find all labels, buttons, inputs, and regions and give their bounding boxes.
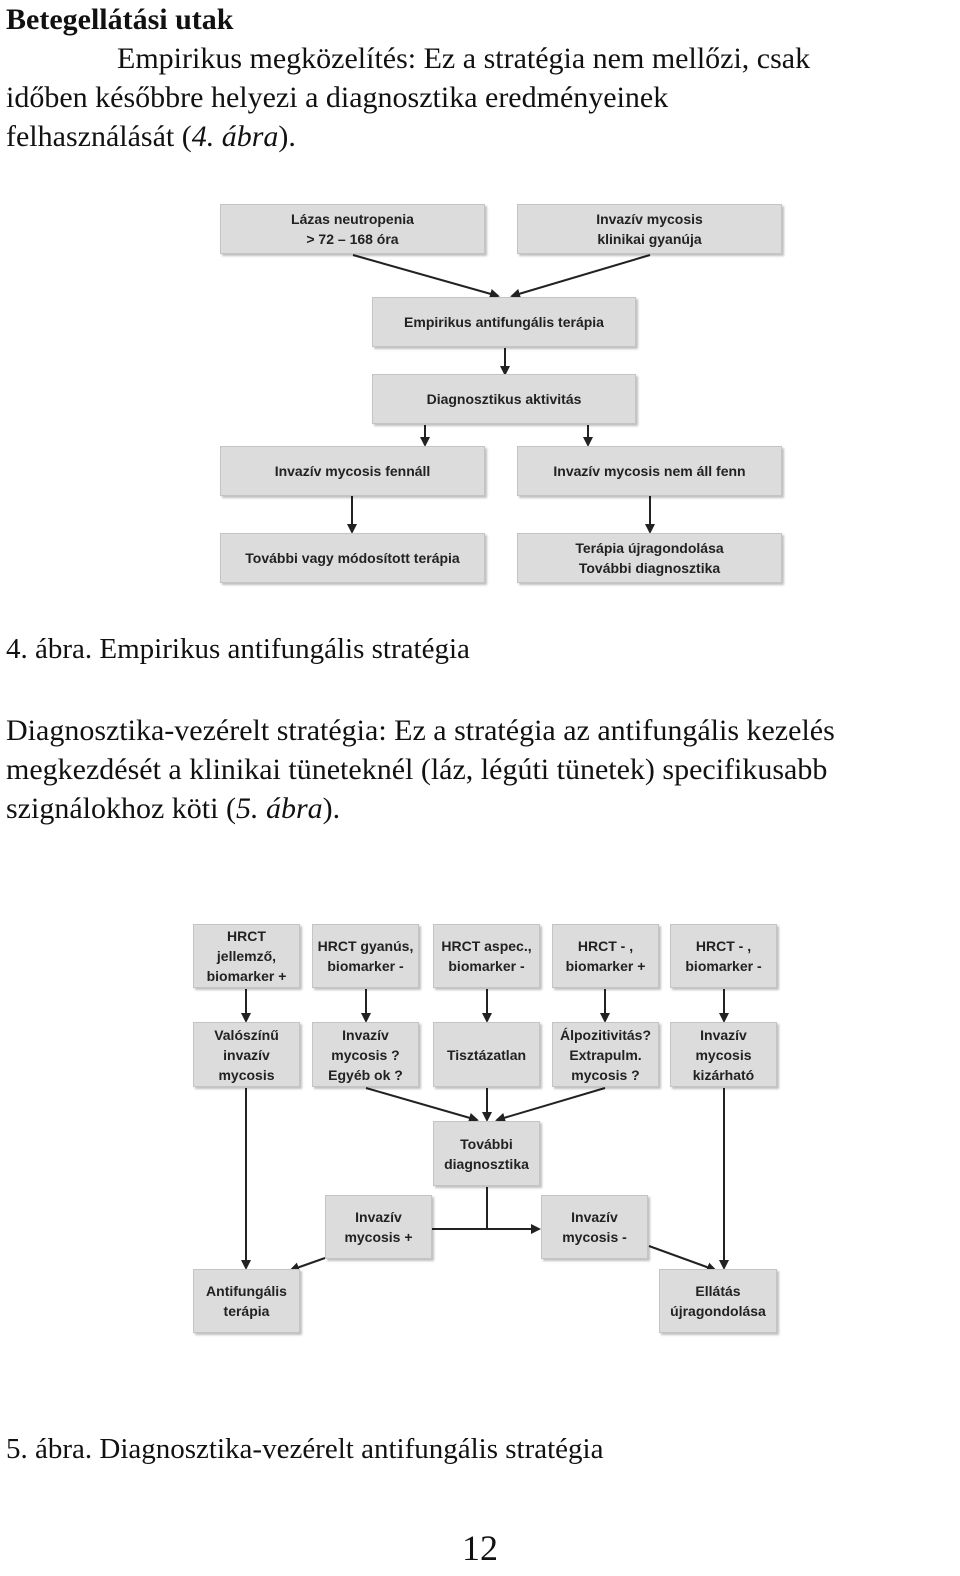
box-care-rethink: Ellátás újragondolása xyxy=(659,1269,777,1333)
figure-5-caption: 5. ábra. Diagnosztika-vezérelt antifungá… xyxy=(6,1433,604,1465)
arrow-im-neg-care xyxy=(648,1245,717,1272)
box-empiric-therapy: Empirikus antifungális terápia xyxy=(372,297,636,347)
arrow-im-pos-antifungal xyxy=(289,1257,326,1273)
para1-line2: időben későbbre helyezi a diagnosztika e… xyxy=(6,81,669,114)
box-probable-mycosis: Valószínű invazív mycosis xyxy=(193,1022,300,1087)
arrow-r2c2-further xyxy=(365,1087,479,1123)
para2-line3-pre: szignálokhoz köti ( xyxy=(6,792,236,825)
arrow-suspicion-to-empiric xyxy=(510,254,651,299)
box-antifungal-therapy: Antifungális terápia xyxy=(193,1269,300,1333)
box-hrct-neg-bio-neg: HRCT - , biomarker - xyxy=(670,924,777,988)
para1-line3-pre: felhasználását ( xyxy=(6,120,192,153)
box-hrct-suspicious: HRCT gyanús, biomarker - xyxy=(312,924,419,988)
box-clinical-suspicion: Invazív mycosis klinikai gyanúja xyxy=(517,204,782,254)
figure-4-caption: 4. ábra. Empirikus antifungális stratégi… xyxy=(6,633,470,665)
box-further-diagnostics: További diagnosztika xyxy=(433,1121,540,1186)
box-therapy-rethink: Terápia újragondolása További diagnoszti… xyxy=(517,533,782,583)
para2-line3-post: ). xyxy=(322,792,341,825)
box-further-therapy: További vagy módosított terápia xyxy=(220,533,485,583)
para1-line1: Empirikus megközelítés: Ez a stratégia n… xyxy=(117,42,811,75)
box-false-positive: Álpozitivitás? Extrapulm. mycosis ? xyxy=(552,1022,659,1087)
figure-ref-4: 4. ábra xyxy=(191,120,279,153)
section-heading: Betegellátási utak xyxy=(6,3,234,36)
para2-line2: megkezdését a klinikai tüneteknél (láz, … xyxy=(6,753,828,786)
box-mycosis-other-cause: Invazív mycosis ? Egyéb ok ? xyxy=(312,1022,419,1087)
para2-line1: Diagnosztika-vezérelt stratégia: Ez a st… xyxy=(6,714,835,747)
arrow-r2c4-further xyxy=(495,1087,606,1123)
paragraph-diagnostic: Diagnosztika-vezérelt stratégia: Ez a st… xyxy=(6,711,835,828)
box-unclear: Tisztázatlan xyxy=(433,1022,540,1087)
paragraph-empirical: Empirikus megközelítés: Ez a stratégia n… xyxy=(6,39,810,156)
para1-line3-post: ). xyxy=(278,120,296,153)
page-number: 12 xyxy=(462,1528,498,1568)
box-invasive-mycosis-positive: Invazív mycosis + xyxy=(325,1195,432,1259)
box-hrct-aspecific: HRCT aspec., biomarker - xyxy=(433,924,540,988)
box-diagnostic-activity: Diagnosztikus aktivitás xyxy=(372,374,636,424)
box-mycosis-absent: Invazív mycosis nem áll fenn xyxy=(517,446,782,496)
box-invasive-mycosis-negative: Invazív mycosis - xyxy=(541,1195,648,1259)
box-hrct-typical: HRCT jellemző, biomarker + xyxy=(193,924,300,988)
box-febrile-neutropenia: Lázas neutropenia > 72 – 168 óra xyxy=(220,204,485,254)
box-mycosis-present: Invazív mycosis fennáll xyxy=(220,446,485,496)
arrow-fever-to-empiric xyxy=(352,254,500,299)
box-hrct-neg-bio-pos: HRCT - , biomarker + xyxy=(552,924,659,988)
figure-ref-5: 5. ábra xyxy=(235,792,323,825)
box-mycosis-excluded: Invazív mycosis kizárható xyxy=(670,1022,777,1087)
